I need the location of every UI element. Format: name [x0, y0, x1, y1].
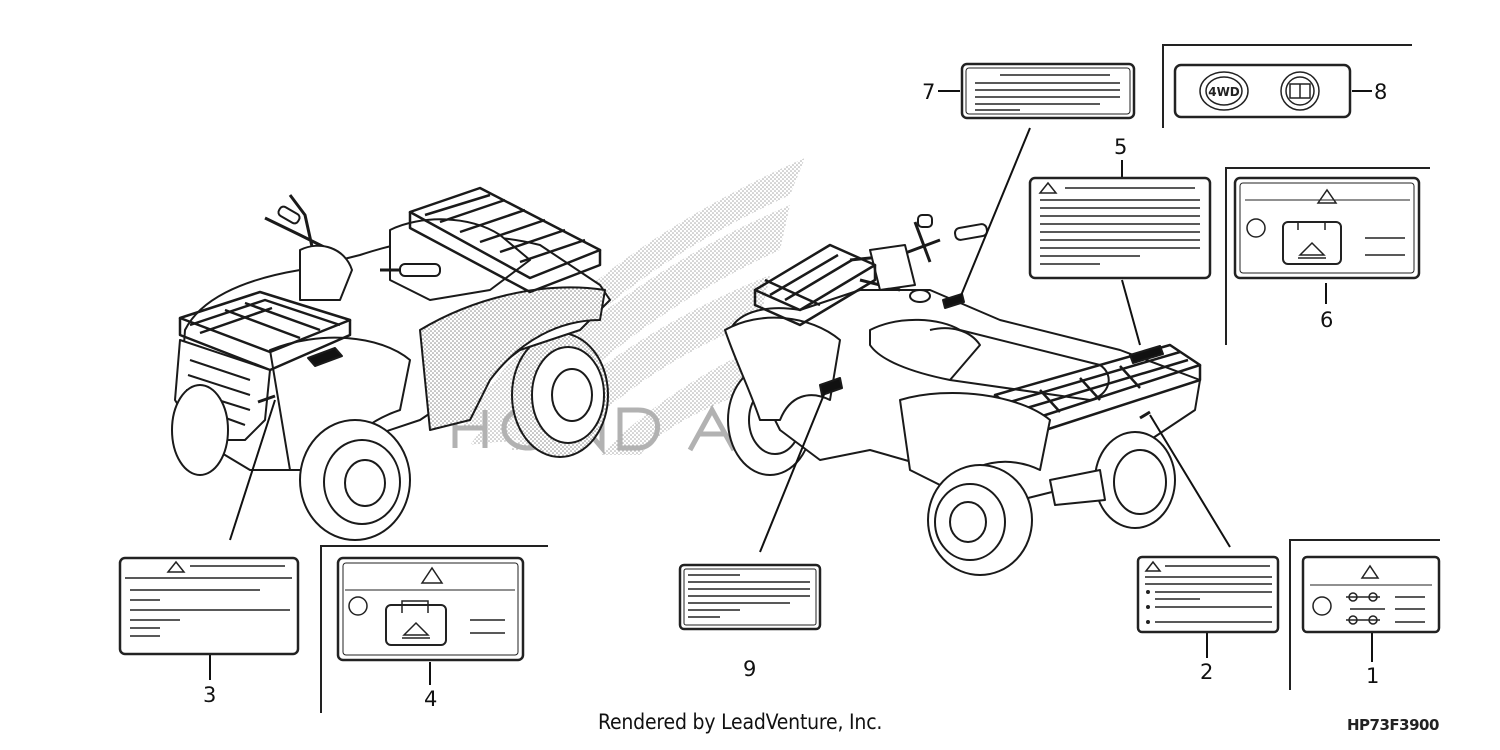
callout-1: 1: [1366, 664, 1379, 688]
label-1-decal: [1301, 555, 1441, 634]
callout-6: 6: [1320, 308, 1333, 332]
panel-borders: [320, 44, 1440, 713]
label-6-decal: [1233, 176, 1421, 280]
footer: Rendered by LeadVenture, Inc. HP73F3900: [0, 708, 1500, 742]
callout-9: 9: [743, 657, 756, 681]
label-4-decal: [336, 556, 525, 662]
callout-3: 3: [203, 683, 216, 707]
part-diagram-code: HP73F3900: [1347, 716, 1439, 734]
callout-5: 5: [1114, 135, 1127, 159]
label-2-decal: [1136, 555, 1280, 634]
label-7-decal: [960, 62, 1136, 120]
label-5-decal: [1028, 176, 1212, 280]
four-wd-icon: 4WD: [1208, 85, 1240, 99]
atv-rear-view: [724, 214, 1202, 576]
leader-lines: [209, 90, 1373, 685]
callout-8: 8: [1374, 80, 1387, 104]
label-9-decal: [678, 563, 822, 631]
callout-7: 7: [922, 80, 935, 104]
label-3-decal: [118, 556, 300, 656]
label-8-decal: [1173, 63, 1352, 119]
rendered-by-credit: Rendered by LeadVenture, Inc.: [598, 710, 883, 734]
tire-pressure-icon: [1346, 592, 1380, 625]
atv-front-view: [171, 186, 611, 541]
callout-4: 4: [424, 687, 437, 711]
callout-2: 2: [1200, 660, 1213, 684]
